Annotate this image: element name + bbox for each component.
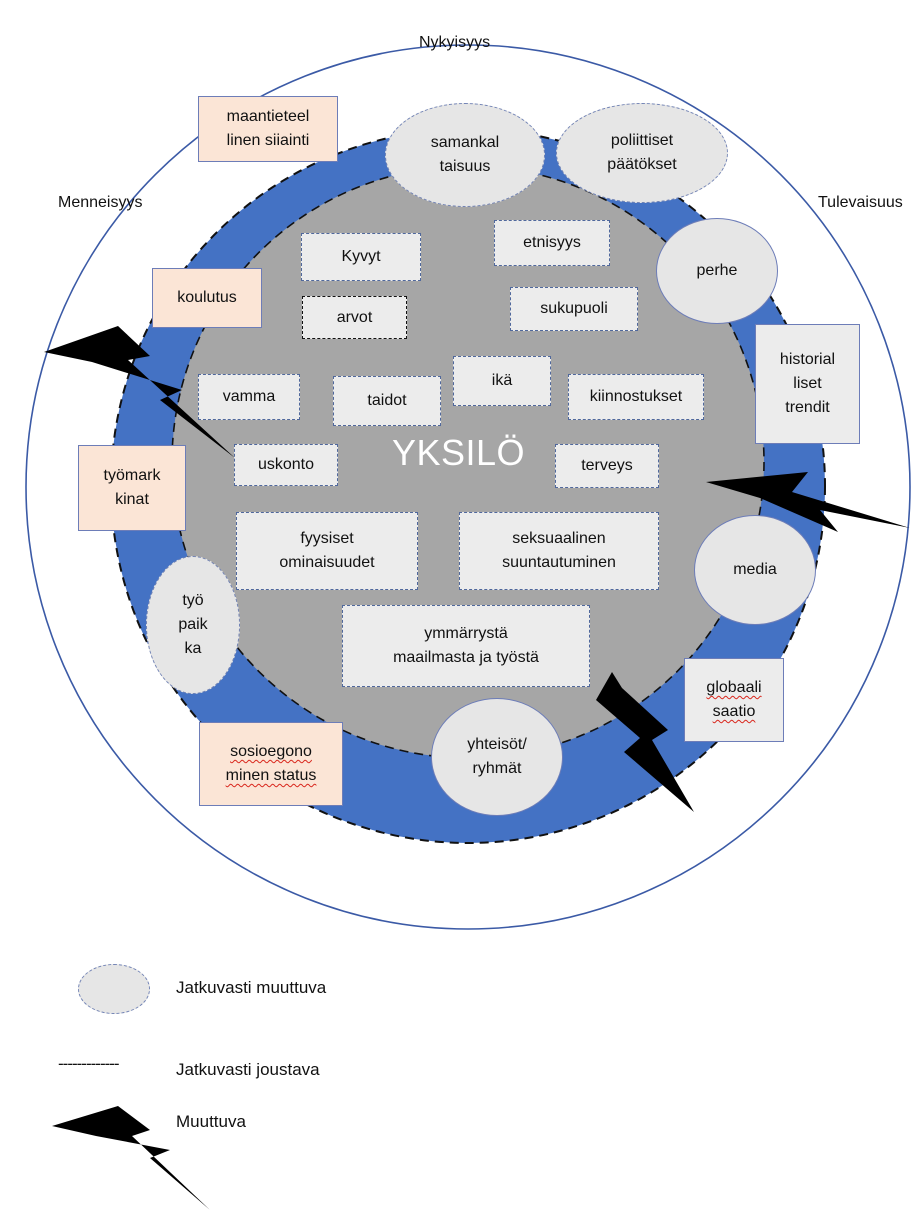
label-present: Nykyisyys xyxy=(419,34,491,51)
changing-workplace: työ paik ka xyxy=(146,556,240,694)
socioeconomic-line-1: sosioegono xyxy=(230,743,312,760)
legend-oval-symbol xyxy=(78,964,150,1014)
factor-health: terveys xyxy=(555,444,659,488)
changing-media: media xyxy=(694,515,816,625)
legend-bolt-label: Muuttuva xyxy=(176,1112,246,1131)
context-labor-market: työmark kinat xyxy=(78,445,186,531)
factor-world-understanding: ymmärrystä maailmasta ja työstä xyxy=(342,605,590,687)
context-historical-trends: historial liset trendit xyxy=(755,324,860,444)
changing-family: perhe xyxy=(656,218,778,324)
socioeconomic-line-2: minen status xyxy=(225,767,317,784)
context-global-situation: globaali saatio xyxy=(684,658,784,742)
legend-dashed-symbol: ------------- xyxy=(58,1054,120,1073)
label-past: Menneisyys xyxy=(58,194,143,211)
global-line-1: globaali xyxy=(706,679,762,696)
factor-religion: uskonto xyxy=(234,444,338,486)
context-education: koulutus xyxy=(152,268,262,328)
factor-sexual-orientation: seksuaalinen suuntautuminen xyxy=(459,512,659,590)
changing-communities: yhteisöt/ ryhmät xyxy=(431,698,563,816)
changing-political-decisions: poliittiset päätökset xyxy=(556,103,728,203)
context-socioeconomic-status: sosioegono minen status xyxy=(199,722,343,806)
factor-disability: vamma xyxy=(198,374,300,420)
factor-ethnicity: etnisyys xyxy=(494,220,610,266)
changing-solidarity: samankal taisuus xyxy=(385,103,545,207)
label-future: Tulevaisuus xyxy=(818,194,903,211)
context-geographic-location: maantieteel linen siiainti xyxy=(198,96,338,162)
factor-physical: fyysiset ominaisuudet xyxy=(236,512,418,590)
factor-interests: kiinnostukset xyxy=(568,374,704,420)
legend-oval-label: Jatkuvasti muuttuva xyxy=(176,978,327,997)
factor-age: ikä xyxy=(453,356,551,406)
center-label: YKSILÖ xyxy=(392,432,526,473)
factor-abilities: Kyvyt xyxy=(301,233,421,281)
factor-skills: taidot xyxy=(333,376,441,426)
bolt-icon-right xyxy=(706,472,910,532)
global-line-2: saatio xyxy=(712,703,756,720)
bolt-icon-left xyxy=(44,326,235,458)
factor-gender: sukupuoli xyxy=(510,287,638,331)
factor-values: arvot xyxy=(302,296,407,339)
bolt-icon-bottom xyxy=(596,672,694,812)
legend-dashed-label: Jatkuvasti joustava xyxy=(176,1060,320,1079)
bolt-icon-legend xyxy=(52,1106,210,1210)
